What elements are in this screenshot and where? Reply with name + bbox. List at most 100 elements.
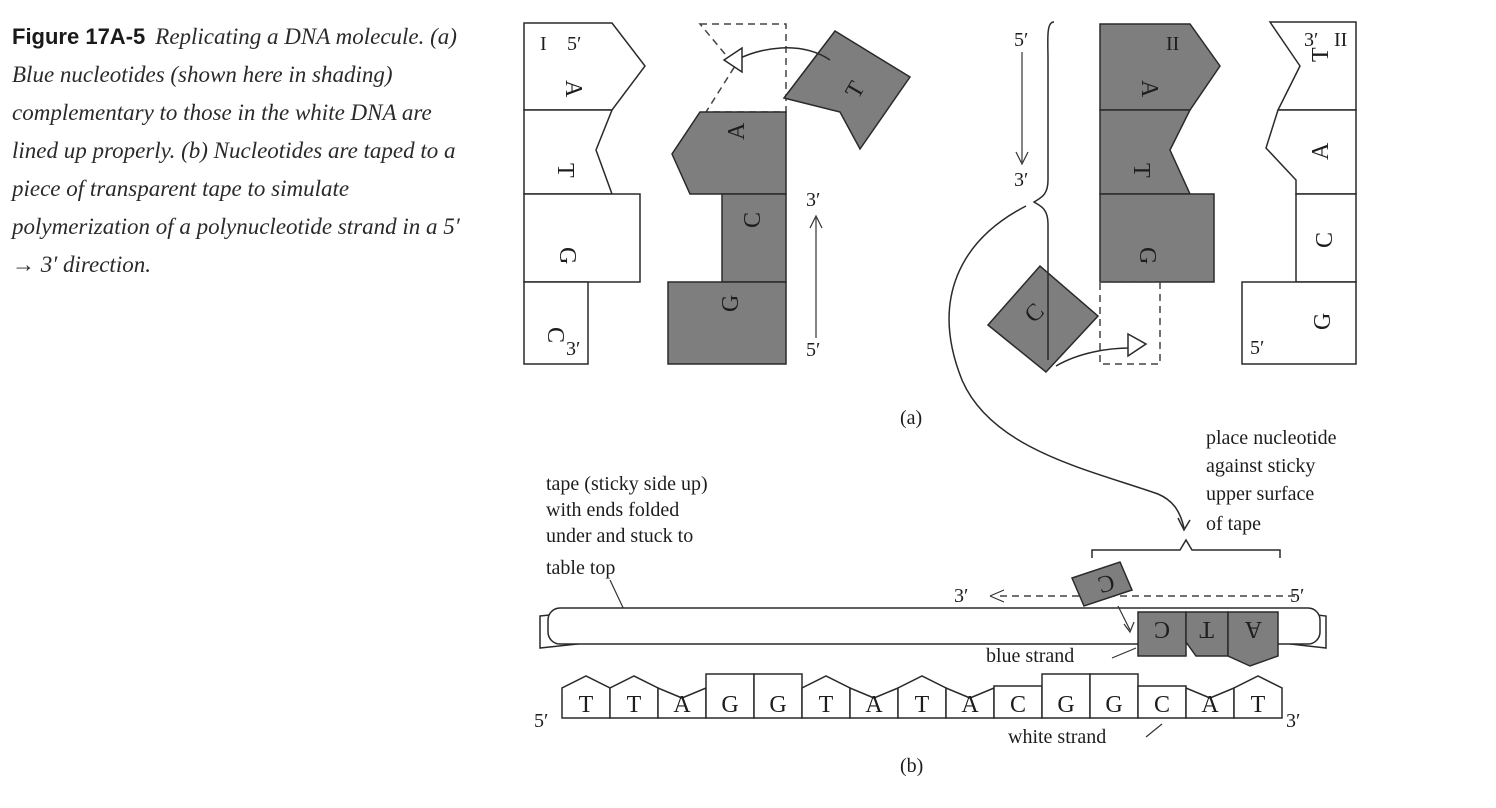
white-strand-block: [897, 675, 947, 719]
strand-I-block-C: [523, 281, 589, 365]
white-strand-block: [561, 675, 611, 719]
white-strand-base-6: A: [865, 692, 883, 718]
strand-II-end-top: 3′: [1304, 29, 1318, 51]
tape-note-line-1: with ends folded: [546, 499, 679, 521]
white-strand-block: [945, 686, 995, 719]
white-strand-base-2: A: [673, 692, 691, 718]
white-strand-base-7: T: [915, 692, 930, 718]
white-strand-block: [1089, 673, 1139, 719]
insert-arrow-head: [722, 46, 743, 74]
strand-II-base-1: A: [1308, 142, 1334, 160]
blue-base-1: T: [1199, 616, 1214, 642]
blue-strand-label: blue strand: [986, 645, 1074, 667]
white-strand-block: [1233, 675, 1283, 719]
blue-base-2: A: [1244, 616, 1262, 642]
white-strand-base-12: C: [1154, 692, 1170, 718]
complement-II-base-0: A: [1136, 80, 1162, 98]
white-strand-block: [1185, 686, 1235, 719]
complement-block-G: [667, 281, 787, 365]
white-strand-leader: [1145, 723, 1163, 738]
white-strand-right-end: 3′: [1286, 710, 1300, 732]
blue-strand-leader: [1111, 647, 1137, 659]
connecting-curve-head: [1177, 517, 1191, 532]
white-strand-block: [657, 686, 707, 719]
complement-II-block-A: [1099, 23, 1221, 111]
incoming-tape-arrow: [1117, 605, 1131, 631]
white-strand-base-14: T: [1251, 692, 1266, 718]
strand-II-white: 3′ II 5′ T A C G: [1241, 21, 1357, 365]
insert-arrow-II-head: [1127, 332, 1148, 358]
caption-text: Replicating a DNA molecule. (a) Blue nuc…: [12, 24, 460, 277]
tape-note-line-2: under and stuck to: [546, 525, 693, 547]
white-strand-base-1: T: [627, 692, 642, 718]
complement-II-base-2: G: [1134, 247, 1160, 264]
strand-I-base-0: A: [560, 80, 586, 98]
strand-I-end-bottom: 3′: [566, 338, 580, 360]
white-strand-base-3: G: [721, 692, 738, 718]
blue-base-0: C: [1154, 616, 1170, 642]
insert-arrow-II: [1055, 347, 1131, 367]
white-strand-block: [753, 673, 803, 719]
white-strand-block: [801, 675, 851, 719]
place-note-line-0: place nucleotide: [1206, 427, 1337, 449]
white-strand-base-10: G: [1057, 692, 1074, 718]
direction-arrow-II-bottom: 3′: [1014, 169, 1028, 191]
strand-I-end-top: 5′: [567, 33, 581, 55]
tape-right-end: 5′: [1290, 585, 1304, 607]
strand-II-complement: II A T G C 5′ 3′: [986, 21, 1221, 374]
strand-I-white: I 5′ 3′ A T G C: [523, 22, 646, 365]
white-strand-base-5: T: [819, 692, 834, 718]
incoming-tape-nucleotide: [1070, 561, 1134, 607]
blue-block-C: [1137, 611, 1187, 657]
incoming-tape-arrow-head: [1123, 621, 1135, 634]
white-strand-base-9: C: [1010, 692, 1026, 718]
incoming-nucleotide-T: [782, 30, 912, 151]
strand-II-block-G: [1241, 281, 1357, 365]
direction-arrow-I-head: [809, 214, 823, 229]
tape-note-line-0: tape (sticky side up): [546, 473, 708, 495]
blue-block-A: [1227, 611, 1279, 667]
white-strand-base-0: T: [579, 692, 594, 718]
white-strand-block: [849, 686, 899, 719]
strand-I-base-1: T: [552, 163, 578, 178]
incoming-tape-base: C: [1095, 568, 1117, 597]
place-brace: [1091, 538, 1281, 558]
tape: 3′ 5′: [539, 585, 1327, 649]
strand-I-block-G: [523, 193, 641, 283]
white-strand-base-13: A: [1201, 692, 1219, 718]
connecting-curve: [948, 205, 1185, 529]
tape-strip: [547, 607, 1321, 645]
complement-base-2: G: [718, 295, 744, 312]
direction-arrow-I-bottom: 5′: [806, 339, 820, 361]
direction-arrow-II-top: 5′: [1014, 29, 1028, 51]
direction-arrow-I-top: 3′: [806, 189, 820, 211]
place-note-line-2: upper surface: [1206, 483, 1314, 505]
white-strand-left-end: 5′: [534, 710, 548, 732]
complement-base-1: C: [740, 212, 766, 228]
direction-arrow-II-head: [1015, 151, 1029, 166]
complement-block-C: [721, 193, 787, 283]
white-strand-base-11: G: [1105, 692, 1122, 718]
tape-direction-arrow: [989, 589, 1005, 603]
figure-label: Figure 17A-5: [12, 24, 146, 49]
strand-I-block-T: [523, 109, 614, 195]
tape-note-line-3: table top: [546, 557, 615, 579]
strand-II-base-0: T: [1308, 47, 1334, 62]
complement-base-0: A: [724, 122, 750, 140]
strand-I-label: I: [540, 33, 547, 55]
strand-II-label: II: [1334, 29, 1347, 51]
strand-II-end-bottom: 5′: [1250, 337, 1264, 359]
panel-b-label: (b): [900, 755, 923, 777]
strand-II-brace: [1032, 21, 1055, 360]
place-note-line-1: against sticky: [1206, 455, 1315, 477]
complement-II-block-T: [1099, 109, 1192, 195]
empty-slot-outline-II: [1099, 281, 1161, 365]
strand-I-base-2: G: [554, 247, 580, 264]
strand-I-base-3: C: [542, 327, 568, 343]
panel-a-label: (a): [900, 407, 922, 429]
place-note-line-3: of tape: [1206, 513, 1261, 535]
white-strand-label: white strand: [1008, 726, 1106, 748]
white-strand-block: [609, 675, 659, 719]
